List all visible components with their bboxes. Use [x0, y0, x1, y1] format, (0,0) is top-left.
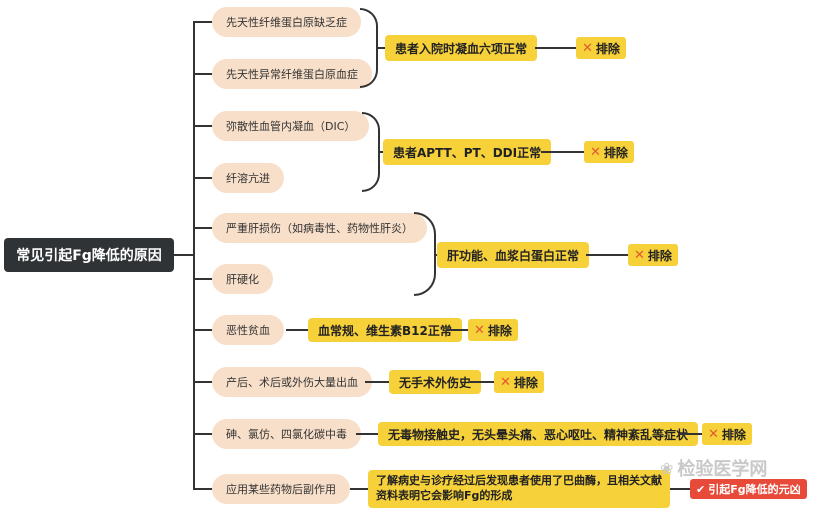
root-node: 常见引起Fg降低的原因	[4, 238, 174, 272]
finding-no-toxin-exposure: 无毒物接触史，无头晕头痛、恶心呕吐、精神紊乱等症状	[378, 422, 699, 446]
cause-congenital-afibrinogenemia: 先天性纤维蛋白原缺乏症	[212, 7, 361, 37]
conclusion-badge: ✔ 引起Fg降低的元凶	[690, 479, 807, 499]
connector	[379, 151, 383, 153]
finding-liver-function-normal: 肝功能、血浆白蛋白正常	[437, 242, 590, 268]
branch-line	[193, 177, 212, 179]
connector	[350, 488, 368, 490]
cause-massive-bleeding: 产后、术后或外伤大量出血	[212, 367, 372, 397]
finding-blood-routine-b12-normal: 血常规、维生素B12正常	[308, 318, 462, 342]
branch-line	[193, 381, 212, 383]
cause-drug-side-effect: 应用某些药物后副作用	[212, 474, 350, 504]
branch-line	[193, 227, 212, 229]
exclude-label: 排除	[487, 323, 512, 338]
exclude-badge: ✕ 排除	[628, 244, 678, 266]
exclude-badge: ✕ 排除	[584, 141, 634, 163]
exclude-label: 排除	[513, 375, 538, 390]
exclude-label: 排除	[595, 41, 620, 56]
cross-icon: ✕	[582, 40, 593, 56]
connector	[365, 381, 389, 383]
connector	[286, 329, 308, 331]
connector	[377, 47, 385, 49]
cross-icon: ✕	[500, 374, 511, 390]
cross-icon: ✕	[590, 144, 601, 160]
exclude-label: 排除	[603, 145, 628, 160]
watermark: ❀ 检验医学网	[660, 455, 767, 481]
finding-aptt-pt-ddi-normal: 患者APTT、PT、DDI正常	[383, 139, 552, 165]
group-bracket	[360, 8, 378, 88]
cross-icon: ✕	[708, 426, 719, 442]
exclude-label: 排除	[721, 427, 746, 442]
trunk-line	[193, 21, 195, 490]
exclude-label: 排除	[647, 248, 672, 263]
branch-line	[193, 278, 212, 280]
cause-cirrhosis: 肝硬化	[212, 264, 273, 294]
branch-line	[193, 125, 212, 127]
finding-batroxobin-history: 了解病史与诊疗经过后发现患者使用了巴曲酶，且相关文献资料表明它会影响Fg的形成	[368, 470, 670, 508]
cross-icon: ✕	[634, 247, 645, 263]
branch-line	[193, 329, 212, 331]
connector	[541, 151, 584, 153]
cross-icon: ✕	[474, 322, 485, 338]
branch-line	[193, 433, 212, 435]
connector	[446, 329, 468, 331]
cause-dic: 弥散性血管内凝血（DIC）	[212, 111, 370, 141]
cause-poisoning: 砷、氯仿、四氯化碳中毒	[212, 419, 361, 449]
connector	[678, 433, 702, 435]
connector	[535, 47, 576, 49]
cause-severe-liver-injury: 严重肝损伤（如病毒性、药物性肝炎）	[212, 213, 427, 243]
connector	[435, 254, 437, 256]
group-bracket	[362, 112, 380, 192]
group-bracket	[414, 212, 436, 296]
exclude-badge: ✕ 排除	[702, 423, 752, 445]
exclude-badge: ✕ 排除	[494, 371, 544, 393]
exclude-badge: ✕ 排除	[576, 37, 626, 59]
conclusion-label: 引起Fg降低的元凶	[708, 483, 801, 496]
connector	[586, 254, 628, 256]
branch-line	[193, 21, 212, 23]
finding-no-surgery-trauma: 无手术外伤史	[389, 370, 482, 394]
connector	[470, 381, 494, 383]
branch-line	[193, 73, 212, 75]
finding-coagulation-normal: 患者入院时凝血六项正常	[385, 35, 538, 61]
connector	[356, 433, 378, 435]
cause-hyperfibrinolysis: 纤溶亢进	[212, 163, 284, 193]
root-connector	[174, 254, 194, 256]
check-icon: ✔	[696, 482, 706, 496]
connector	[670, 488, 690, 490]
branch-line	[193, 488, 212, 490]
cause-pernicious-anemia: 恶性贫血	[212, 315, 284, 345]
exclude-badge: ✕ 排除	[468, 319, 518, 341]
wechat-icon: ❀	[660, 458, 674, 478]
watermark-text: 检验医学网	[677, 459, 768, 480]
cause-congenital-dysfibrinogenemia: 先天性异常纤维蛋白原血症	[212, 59, 372, 89]
